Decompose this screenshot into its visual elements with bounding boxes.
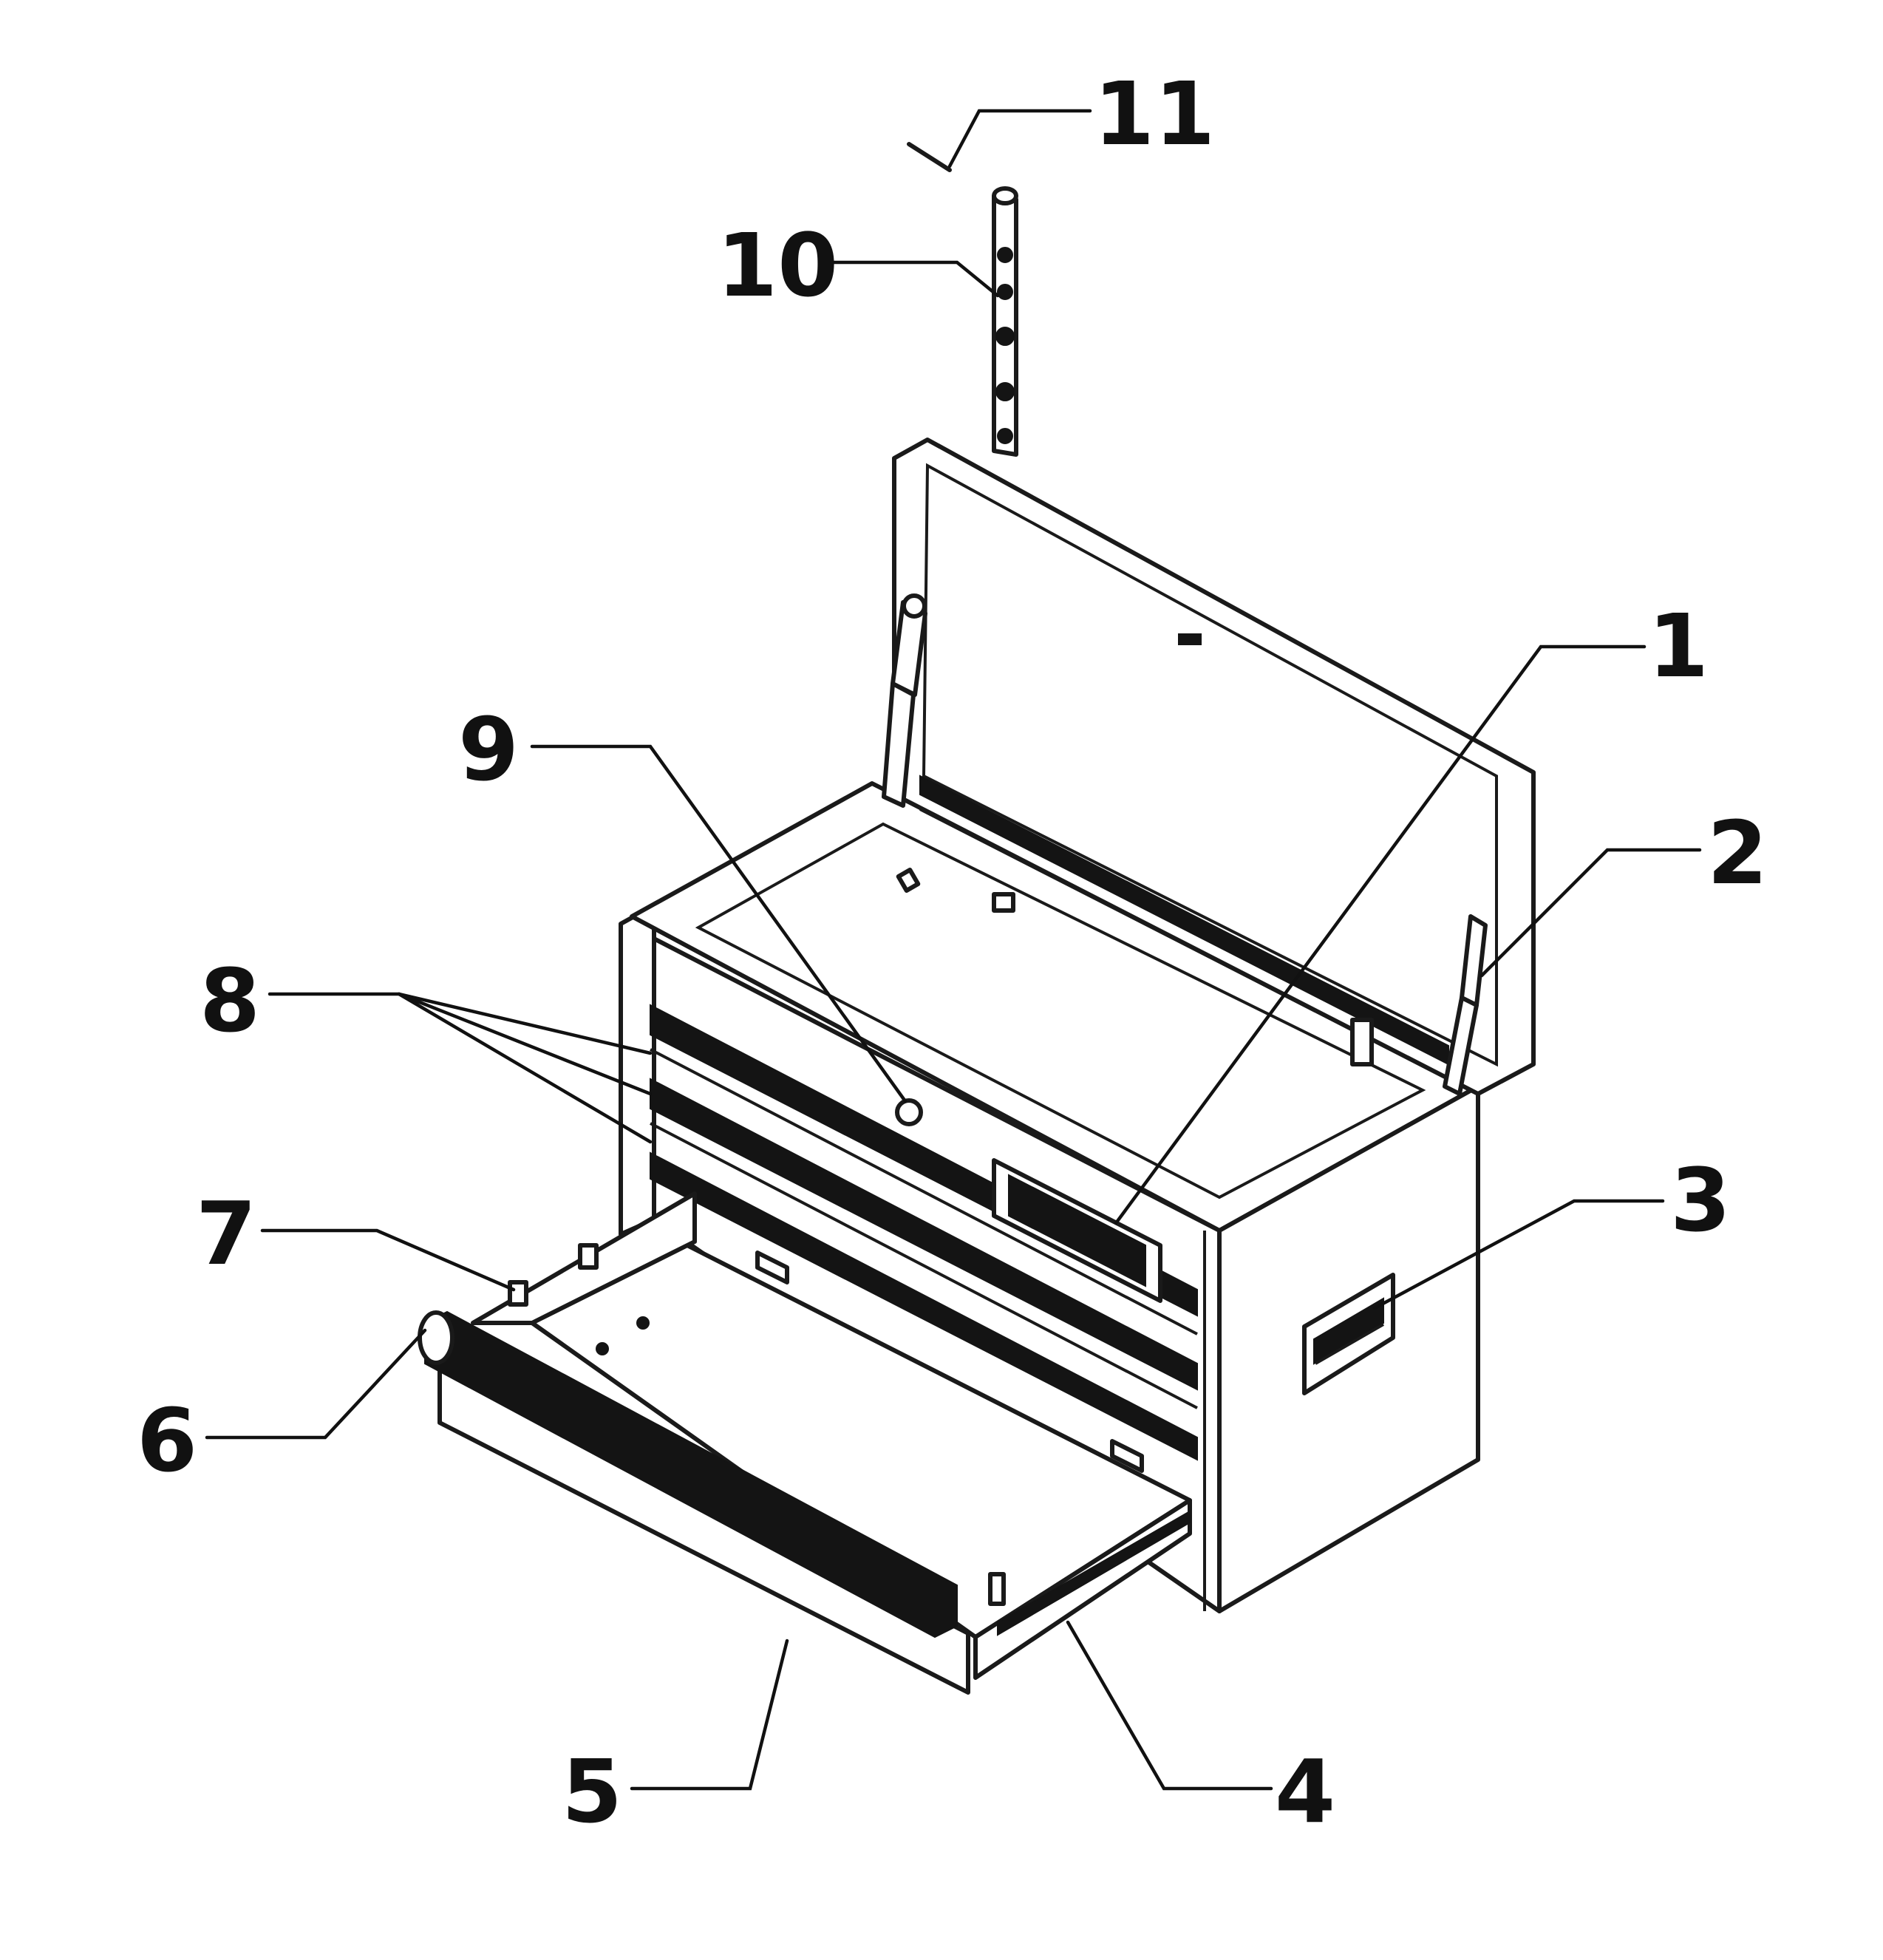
callout-10: 10	[717, 214, 838, 316]
drawer-fronts	[650, 1004, 1198, 1473]
body-inner-cavity	[695, 822, 1426, 1200]
callout-9: 9	[458, 698, 519, 800]
callout-2: 2	[1707, 802, 1768, 904]
drawer-tab-1	[508, 1280, 528, 1307]
leader-1	[1114, 644, 1647, 1225]
leader-10	[829, 260, 1000, 298]
leader-5	[630, 1639, 789, 1791]
callout-7: 7	[196, 1183, 256, 1284]
callout-labels: 1 2 3 4 5 6 7 8 9 10 11	[137, 63, 1768, 1842]
drawer-handle-bar	[424, 1310, 958, 1639]
handle-end-cap	[418, 1310, 454, 1365]
callout-8: 8	[200, 950, 260, 1052]
leader-7	[260, 1228, 516, 1292]
left-side-panel	[619, 903, 656, 1236]
side-handle	[1302, 1273, 1395, 1395]
callout-1: 1	[1648, 595, 1709, 697]
leader-6	[205, 1328, 427, 1440]
lid-inner-panel	[922, 463, 1498, 1067]
leader-3	[1372, 1199, 1665, 1310]
callout-11: 11	[1094, 63, 1215, 165]
leader-4	[1066, 1620, 1273, 1791]
drawer-tab-2	[578, 1243, 599, 1270]
stay-bar	[992, 186, 1018, 457]
gas-strut-right	[1443, 914, 1488, 1096]
lock-cylinder	[895, 1098, 923, 1126]
leader-11	[947, 109, 1092, 169]
pin	[907, 142, 952, 172]
drawer-slide	[997, 1510, 1191, 1636]
toolbox-body	[619, 781, 1480, 1613]
latch-plate	[992, 1158, 1162, 1303]
leader-8a	[268, 992, 653, 1055]
callout-4: 4	[1275, 1740, 1335, 1842]
open-drawer	[418, 1191, 1192, 1695]
callout-3: 3	[1670, 1149, 1731, 1251]
gas-strut-left	[882, 593, 927, 808]
drawer-front-middle	[650, 1078, 1198, 1391]
leader-2	[1480, 848, 1702, 978]
leader-lines	[205, 109, 1702, 1791]
leader-8c	[397, 992, 653, 1144]
leader-8b	[397, 992, 653, 1096]
toolbox-lid	[892, 438, 1536, 1096]
callout-5: 5	[562, 1740, 622, 1842]
callout-6: 6	[137, 1389, 197, 1491]
drawer-front-lower	[650, 1151, 1198, 1461]
leader-9	[530, 744, 908, 1103]
lid-latch-tab	[1178, 633, 1202, 645]
